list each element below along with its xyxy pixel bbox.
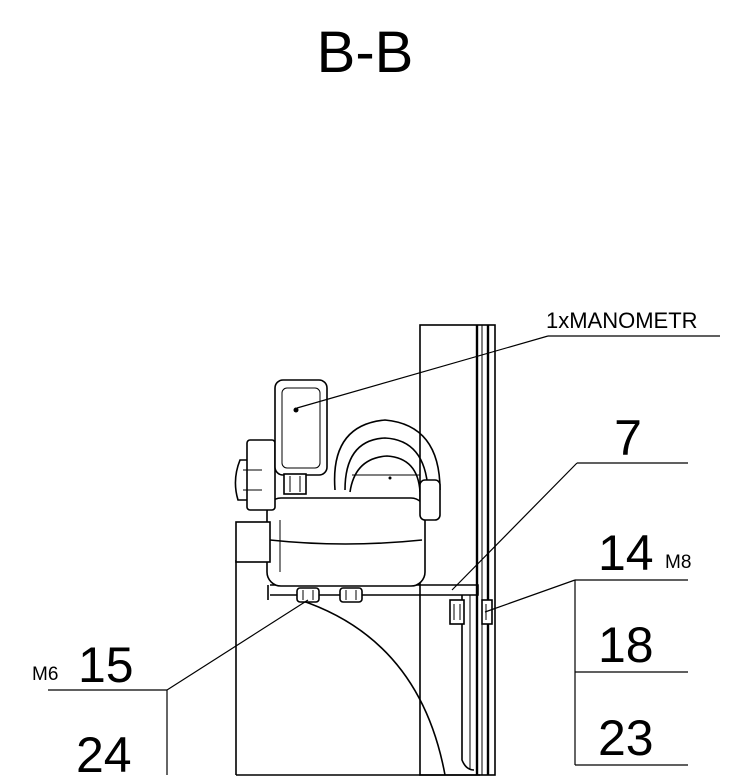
left-fitting [234,439,276,563]
m6-bolts [296,587,363,603]
callout-manometer: 1xMANOMETR [546,308,698,333]
leader-parts-15-24: M6 15 24 [32,599,309,779]
callout-part-24: 24 [76,727,132,779]
valve-block [266,497,426,587]
callout-part-7: 7 [614,410,642,466]
callout-thread-m6: M6 [32,664,58,685]
mounting-bracket [270,584,479,771]
callout-thread-m8: M8 [665,552,691,573]
lower-housing [235,560,480,776]
callout-part-18: 18 [598,617,654,673]
leader-parts-14-18-23: 14 M8 18 23 [484,525,691,766]
callout-part-23: 23 [598,710,654,766]
leader-manometer: 1xMANOMETR [296,308,720,409]
m8-bolt [449,599,493,625]
callout-part-15: 15 [78,637,134,693]
roller [333,419,441,521]
section-title: B-B [317,20,414,85]
manometer-gauge [274,379,328,495]
leader-part-7: 7 [451,410,688,591]
vertical-post [419,324,496,776]
callout-part-14: 14 [598,525,654,581]
